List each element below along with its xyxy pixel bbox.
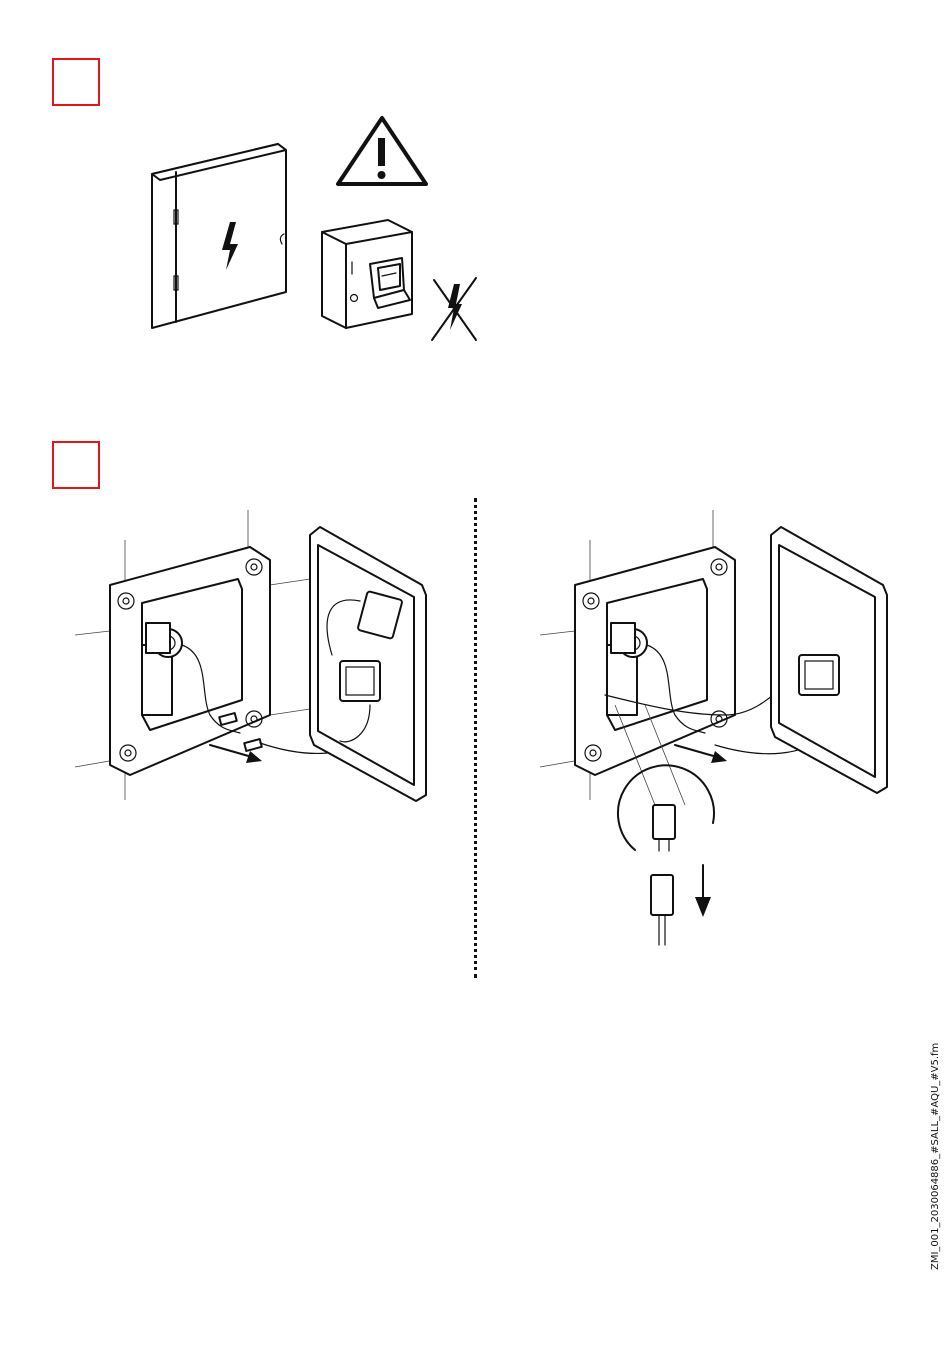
step-1-box: [52, 58, 100, 106]
electrical-cabinet-icon: [148, 142, 293, 330]
document-code: ZMI_001_2030064886_#SALL_#AQU_#V5.fm: [930, 1043, 941, 1270]
mounting-plate-illustration-left: [70, 505, 440, 805]
mounting-plate-illustration-right: [535, 505, 905, 955]
circuit-breaker-icon: [318, 218, 418, 330]
warning-triangle-icon: [336, 116, 428, 188]
power-off-icon: [428, 272, 480, 344]
step-2-box: [52, 441, 100, 489]
step-divider: [474, 498, 477, 978]
